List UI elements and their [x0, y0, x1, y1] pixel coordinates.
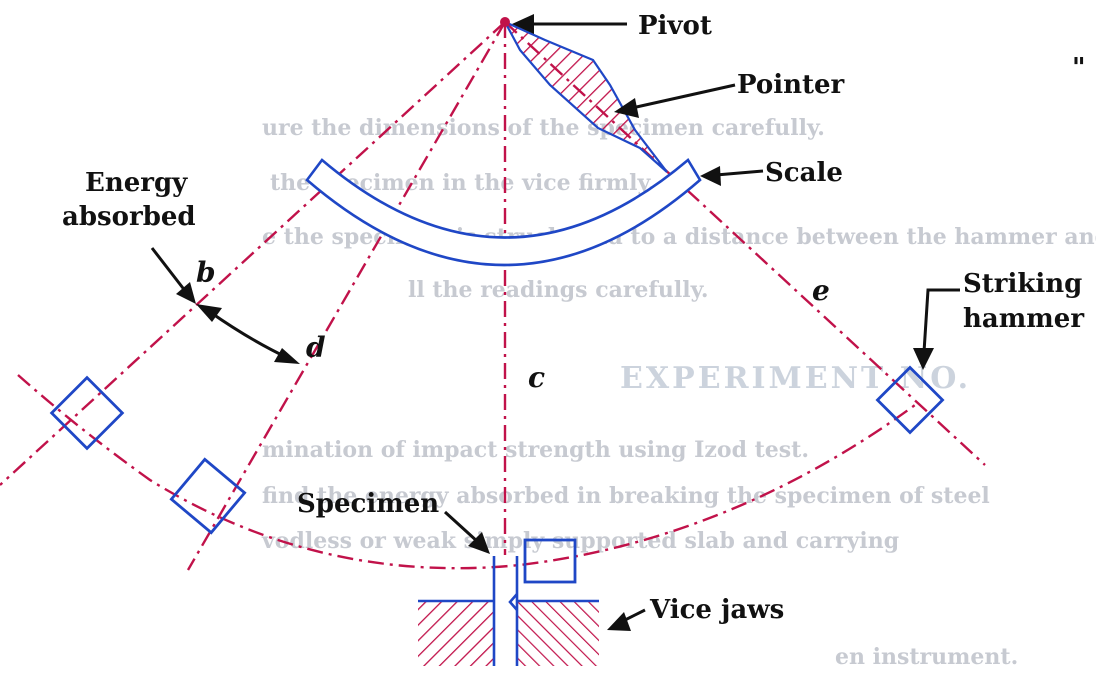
label-scale: Scale — [765, 158, 843, 188]
bg-line-6: find the energy absorbed in breaking the… — [262, 483, 990, 509]
hammer-position-bottom — [523, 538, 577, 584]
pointer-arrow — [631, 83, 736, 110]
specimen — [492, 556, 519, 611]
specimen-arrow — [443, 510, 480, 544]
label-pointer: Pointer — [737, 70, 845, 100]
label-c: c — [528, 361, 545, 394]
bg-line-5: mination of impact strength using Izod t… — [262, 437, 809, 463]
bg-heading: EXPERIMENT NO. — [620, 361, 971, 396]
energy-absorbed-arrow — [196, 304, 300, 364]
scale-arrow — [715, 169, 764, 177]
scale-arc — [305, 158, 702, 267]
label-hammer: hammer — [963, 304, 1084, 334]
pointer — [502, 19, 668, 173]
label-pivot: Pivot — [638, 11, 712, 41]
pivot-point — [500, 17, 510, 27]
label-striking: Striking — [963, 269, 1082, 299]
line-b — [0, 21, 506, 486]
label-vice-jaws: Vice jaws — [649, 595, 784, 625]
annotation-arrows — [150, 14, 960, 631]
label-energy: Energy — [85, 168, 188, 198]
bg-line-7: vodless or weak simply supported slab an… — [261, 528, 899, 554]
label-d: d — [306, 331, 326, 364]
bg-line-4: ll the readings carefully. — [408, 277, 709, 303]
hammer-position-left — [49, 375, 125, 451]
background-text: ure the dimensions of the specimen caref… — [261, 115, 1096, 670]
vice-jaws-arrow — [622, 608, 646, 623]
line-d — [186, 21, 507, 571]
hammer-position-right — [875, 365, 945, 435]
striking-hammer-arrow — [922, 288, 960, 353]
energy-label-arrow — [150, 247, 188, 293]
label-e: e — [812, 274, 830, 307]
bg-line-8: en instrument. — [835, 644, 1018, 670]
label-absorbed: absorbed — [62, 202, 196, 232]
label-b: b — [196, 256, 216, 289]
label-specimen: Specimen — [297, 489, 439, 519]
hammer-swing-arc — [17, 374, 916, 570]
vice-jaws — [418, 599, 599, 666]
label-quote-mark: " — [1072, 53, 1086, 83]
bg-line-1: ure the dimensions of the specimen caref… — [262, 115, 825, 141]
hammer-position-d — [169, 457, 247, 535]
